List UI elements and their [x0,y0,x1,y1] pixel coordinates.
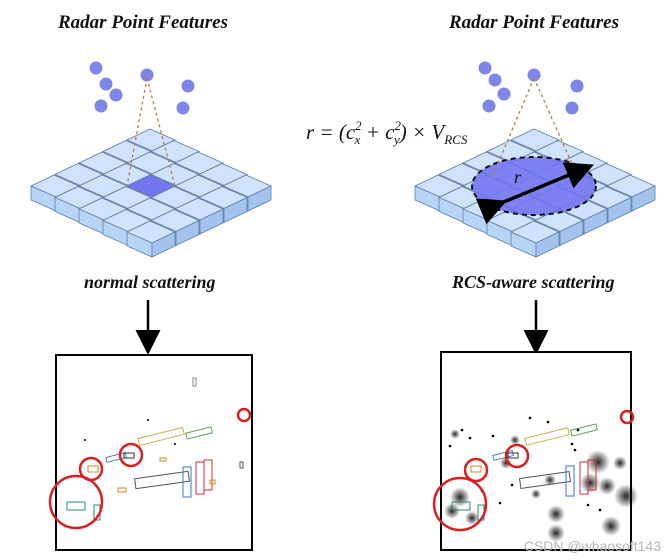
rcs-aware-scattering-label: RCS-aware scattering [452,272,615,292]
left-title: Radar Point Features [58,12,228,33]
radius-label: r [514,167,522,187]
left-projection-cone [126,77,176,187]
left-highlight-cell [126,174,176,198]
radius-arrow [475,162,594,225]
left-radar-points [89,61,195,115]
right-title: Radar Point Features [449,12,619,33]
right-bev-panel [432,351,638,551]
left-bev-panel [48,354,253,551]
rcs-radius-formula: r = (c2x + c2y) × VRCS [306,118,468,147]
csdn-watermark: CSDN @whaosoft143 [523,538,661,554]
right-radar-points [478,61,584,115]
normal-scattering-label: normal scattering [84,272,216,292]
